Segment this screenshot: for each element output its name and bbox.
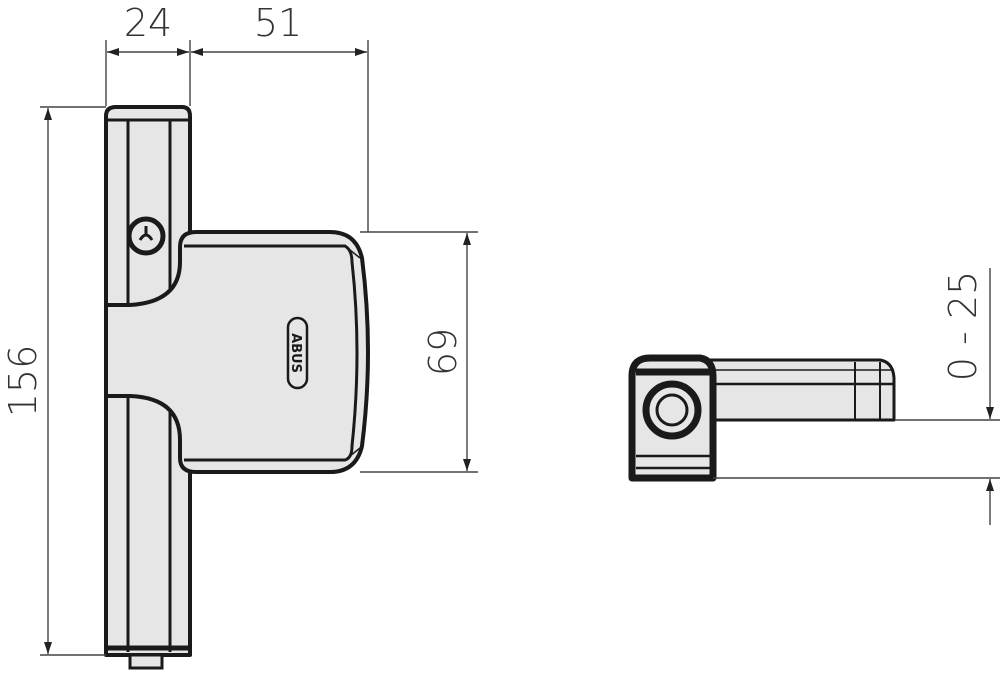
abus-logo: ABUS [286,316,309,390]
dim-label-0-25: 0 - 25 [941,271,985,381]
svg-text:ABUS: ABUS [288,333,303,373]
hinge-plate [104,230,370,474]
front-view: ABUS [104,105,370,670]
dim-label-69: 69 [421,328,465,376]
dim-label-156: 156 [1,345,45,418]
dim-label-51: 51 [254,1,302,45]
side-view [628,354,896,482]
side-arm [703,358,896,422]
dim-label-24: 24 [124,1,172,45]
lock-cylinder-icon [126,216,166,256]
hinge-pin [128,653,164,670]
dimension-lines: 24 51 156 69 0 - 25 [1,1,1000,656]
